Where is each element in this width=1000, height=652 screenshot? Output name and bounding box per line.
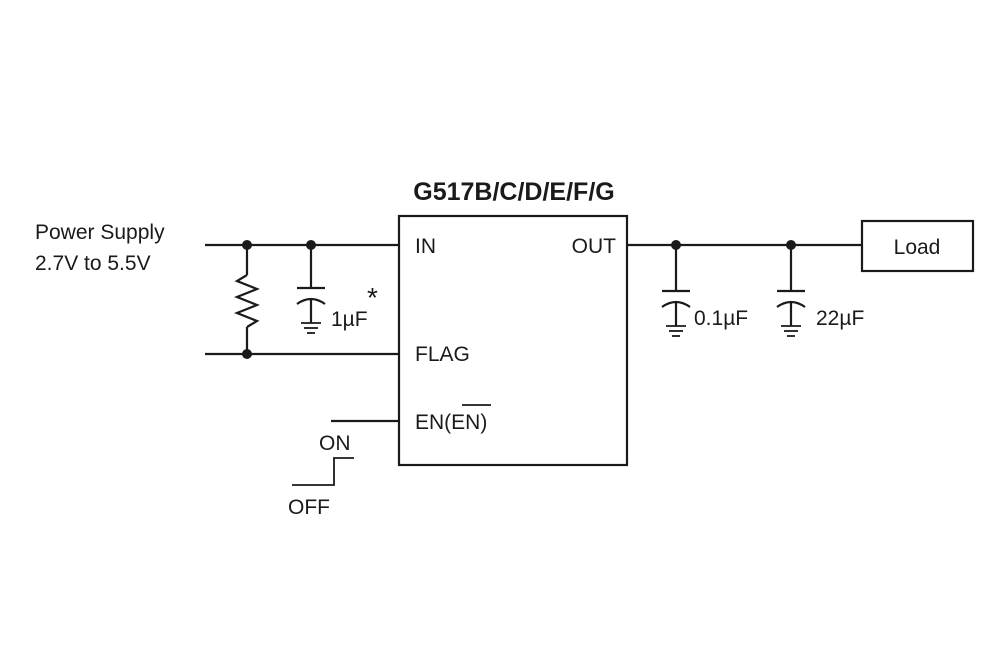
ic-part-number: G517B/C/D/E/F/G bbox=[413, 178, 614, 206]
switch-on-label: ON bbox=[319, 432, 351, 455]
pin-flag-label: FLAG bbox=[415, 343, 470, 366]
input-cap-value: 1µF bbox=[331, 308, 368, 331]
supply-label: Power Supply bbox=[35, 221, 165, 244]
pin-en-label: EN(EN) bbox=[415, 411, 487, 434]
pin-in-label: IN bbox=[415, 235, 436, 258]
output-capacitor-small bbox=[661, 245, 691, 326]
output-cap-small-value: 0.1µF bbox=[694, 307, 748, 330]
ground-icon bbox=[301, 322, 321, 334]
input-cap-note: * bbox=[367, 282, 378, 313]
junction-dot bbox=[242, 349, 252, 359]
ground-icon bbox=[666, 325, 686, 337]
switch-off-label: OFF bbox=[288, 496, 330, 519]
ic-body bbox=[397, 214, 629, 467]
load-label: Load bbox=[894, 236, 941, 259]
ground-icon bbox=[781, 325, 801, 337]
supply-range-label: 2.7V to 5.5V bbox=[35, 252, 151, 275]
pin-out-label: OUT bbox=[572, 235, 617, 258]
output-capacitor-large bbox=[776, 245, 806, 326]
pin-en-bar-label: EN bbox=[451, 411, 480, 434]
pullup-resistor bbox=[234, 245, 260, 354]
output-cap-large-value: 22µF bbox=[816, 307, 864, 330]
input-capacitor bbox=[296, 245, 326, 323]
on-off-switch-waveform bbox=[292, 457, 354, 486]
load-box bbox=[860, 219, 975, 273]
